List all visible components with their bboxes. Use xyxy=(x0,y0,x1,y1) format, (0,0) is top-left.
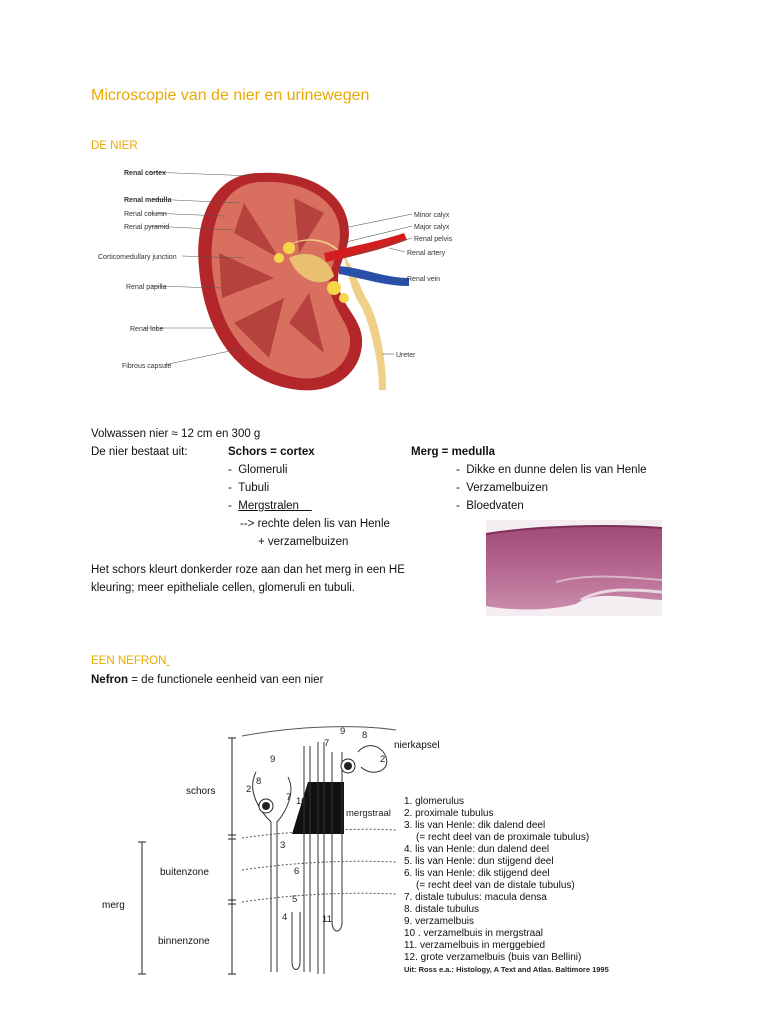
medulla-item: - Dikke en dunne delen lis van Henle xyxy=(456,464,647,476)
zone-label-merg: merg xyxy=(102,900,125,911)
legend-item: 11. verzamelbuis in merggebied xyxy=(404,940,545,951)
label-renal-pyramid: Renal pyramid xyxy=(124,224,169,231)
label-renal-cortex: Renal cortex xyxy=(124,170,166,177)
label-renal-papilla: Renal papilla xyxy=(126,284,167,291)
label-mergstraal: mergstraal xyxy=(346,808,391,819)
diagram-number: 4 xyxy=(282,912,287,923)
zone-label-binnenzone: binnenzone xyxy=(158,936,210,947)
legend-item: 9. verzamelbuis xyxy=(404,916,474,927)
diagram-number: 6 xyxy=(294,866,299,877)
medulla-heading: Merg = medulla xyxy=(411,446,496,458)
he-text-line2: kleuring; meer epitheliale cellen, glome… xyxy=(91,582,356,594)
kidney-size-text: Volwassen nier ≈ 12 cm en 300 g xyxy=(91,428,261,440)
diagram-number: 2 xyxy=(246,784,251,795)
diagram-number: 7 xyxy=(286,792,291,803)
label-renal-vein: Renal vein xyxy=(407,276,440,283)
legend-item: 1. glomerulus xyxy=(404,796,464,807)
zone-label-schors: schors xyxy=(186,786,215,797)
diagram-number: 9 xyxy=(340,726,345,737)
cortex-item: - Glomeruli xyxy=(228,464,288,476)
nefron-definition: Nefron = de functionele eenheid van een … xyxy=(91,674,324,686)
legend-item: 10 . verzamelbuis in mergstraal xyxy=(404,928,543,939)
medulla-item: - Bloedvaten xyxy=(456,500,524,512)
label-renal-column: Renal column xyxy=(124,211,167,218)
legend-item: 5. lis van Henle: dun stijgend deel xyxy=(404,856,554,867)
legend-item: 3. lis van Henle: dik dalend deel xyxy=(404,820,545,831)
diagram-number: 3 xyxy=(280,840,285,851)
legend-item: (= recht deel van de proximale tubulus) xyxy=(416,832,589,843)
diagram-number: 9 xyxy=(270,754,275,765)
label-renal-lobe: Renal lobe xyxy=(130,326,164,333)
legend-item: 2. proximale tubulus xyxy=(404,808,494,819)
section-heading-nier: DE NIER xyxy=(91,140,138,152)
legend-item: 4. lis van Henle: dun dalend deel xyxy=(404,844,549,855)
label-nierkapsel: nierkapsel xyxy=(394,740,440,751)
label-corticomedullary-junction: Corticomedullary junction xyxy=(98,254,177,261)
cortex-subitem: + verzamelbuizen xyxy=(258,536,349,548)
legend-item: 8. distale tubulus xyxy=(404,904,479,915)
label-major-calyx: Major calyx xyxy=(414,224,450,231)
page-title: Microscopie van de nier en urinewegen xyxy=(91,87,370,104)
cortex-item: - Mergstralen xyxy=(228,500,299,512)
label-ureter: Ureter xyxy=(396,352,416,359)
label-minor-calyx: Minor calyx xyxy=(414,212,450,219)
diagram-number: 8 xyxy=(362,730,367,741)
legend-item: (= recht deel van de distale tubulus) xyxy=(416,880,575,891)
cortex-heading: Schors = cortex xyxy=(228,446,315,458)
diagram-number: 11 xyxy=(322,914,332,925)
section-heading-nefron: EEN NEFRON xyxy=(91,655,167,667)
diagram-number: 5 xyxy=(292,894,297,905)
medulla-item: - Verzamelbuizen xyxy=(456,482,549,494)
he-text-line1: Het schors kleurt donkerder roze aan dan… xyxy=(91,564,405,576)
label-renal-artery: Renal artery xyxy=(407,250,446,257)
cortex-item: - Tubuli xyxy=(228,482,270,494)
legend-item: 6. lis van Henle: dik stijgend deel xyxy=(404,868,550,879)
diagram-number: 8 xyxy=(256,776,261,787)
diagram-number: 2 xyxy=(380,754,385,765)
nephron-diagram: 9 8 7 2 9 2 8 7 10 3 6 5 4 11 schors bui… xyxy=(102,726,609,975)
label-renal-pelvis: Renal pelvis xyxy=(414,236,453,243)
label-renal-medulla: Renal medulla xyxy=(124,197,172,204)
consists-of-text: De nier bestaat uit: xyxy=(91,446,188,458)
label-fibrous-capsule: Fibrous capsule xyxy=(122,363,172,370)
he-histology-image xyxy=(486,520,662,616)
zone-label-buitenzone: buitenzone xyxy=(160,867,209,878)
diagram-source: Uit: Ross e.a.: Histology, A Text and At… xyxy=(404,965,609,974)
cortex-subitem: --> rechte delen lis van Henle xyxy=(240,518,390,530)
diagram-number: 10 xyxy=(296,796,307,807)
legend-item: 12. grote verzamelbuis (buis van Bellini… xyxy=(404,952,581,963)
diagram-number: 7 xyxy=(324,738,329,749)
kidney-illustration: Renal cortex Renal medulla Renal column … xyxy=(98,170,453,391)
legend-item: 7. distale tubulus: macula densa xyxy=(404,892,547,903)
